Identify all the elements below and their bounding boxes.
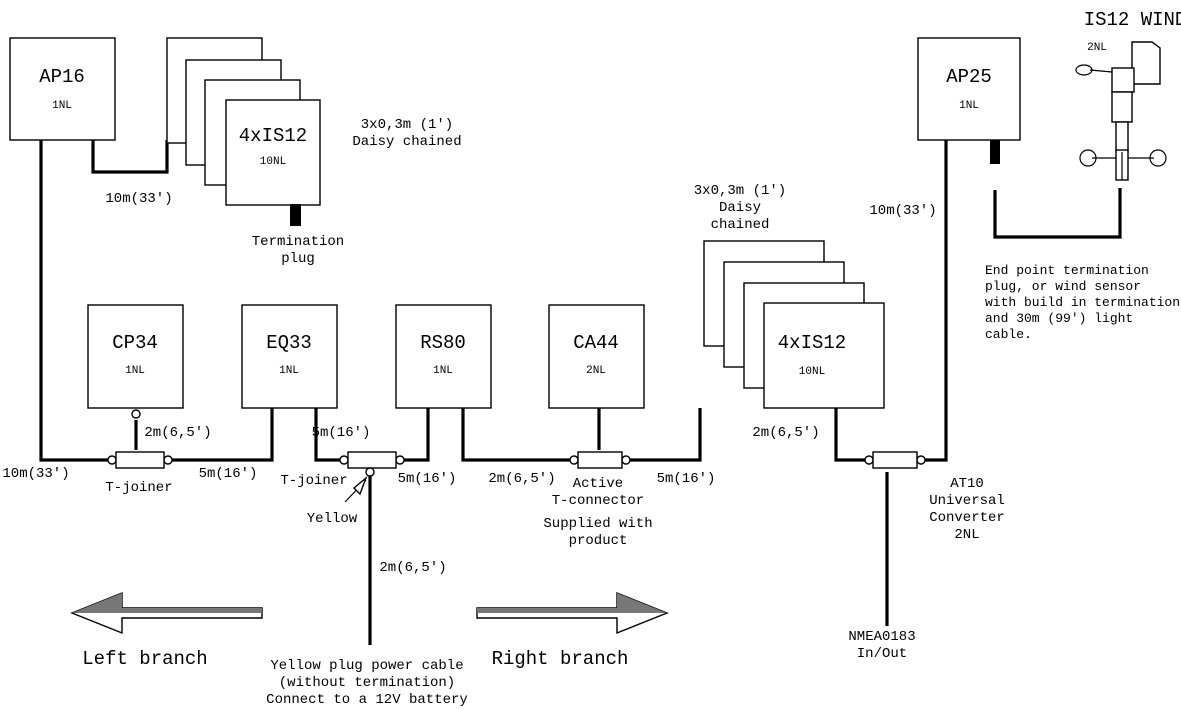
ca44-name: CA44 <box>573 332 619 354</box>
cable-tj2-rs80 <box>402 408 430 462</box>
cable-tj2-rs80-label: 5m(16') <box>398 471 457 487</box>
nmea-line1: NMEA0183 <box>848 629 915 645</box>
active-t-line1: Active <box>573 476 623 492</box>
tjoiner1-icon <box>107 409 173 469</box>
power-desc-line2: (without termination) <box>279 675 455 691</box>
annotations: 3x0,3m (1') Daisy chained 10m(33') Termi… <box>2 117 1180 708</box>
is12-left-name: 4xIS12 <box>239 125 307 147</box>
daisy-right-line2: Daisy <box>719 200 761 216</box>
cables <box>39 140 1122 645</box>
ap16-nl: 1NL <box>52 100 72 112</box>
end-point-line3: with build in termination <box>985 295 1180 310</box>
power-desc-line3: Connect to a 12V battery <box>266 692 468 708</box>
cable-ca44-is12-label: 5m(16') <box>657 471 716 487</box>
cable-ap16-down-label: 10m(33') <box>2 466 69 482</box>
cable-rs80-ca44-label: 2m(6,5') <box>488 471 555 487</box>
is12-left-nl: 10NL <box>260 156 286 168</box>
at10-line3: Converter <box>929 510 1005 526</box>
ap16-unit: AP16 1NL <box>9 37 116 141</box>
wind-nl: 2NL <box>1087 42 1107 54</box>
cable-ap25-wind <box>993 188 1122 239</box>
cable-is12-at10 <box>834 408 866 462</box>
cp34-name: CP34 <box>112 332 158 354</box>
cable-is12-at10-label: 2m(6,5') <box>752 425 819 441</box>
right-branch-arrow-icon <box>476 591 669 635</box>
at10-line1: AT10 <box>950 476 984 492</box>
supplied-line1: Supplied with <box>543 516 652 532</box>
cable-at10-ap25 <box>925 140 948 462</box>
power-desc-line1: Yellow plug power cable <box>270 658 463 674</box>
cable-ap16-tjoiner <box>39 140 110 462</box>
end-point-line1: End point termination <box>985 263 1149 278</box>
eq33-nl: 1NL <box>279 365 299 377</box>
yellow-label: Yellow <box>307 511 358 527</box>
at10-line2: Universal <box>929 493 1005 509</box>
left-branch-arrow-icon <box>70 591 263 635</box>
cable-ap16-is12-label: 10m(33') <box>105 191 172 207</box>
left-branch-label: Left branch <box>82 648 207 670</box>
daisy-left-line1: 3x0,3m (1') <box>361 117 453 133</box>
ap25-unit: AP25 1NL <box>917 37 1021 164</box>
cable-ap25-label: 10m(33') <box>869 203 936 219</box>
ca44-nl: 2NL <box>586 365 606 377</box>
cable-tj1-eq33-label: 5m(16') <box>199 466 258 482</box>
active-t-connector-icon <box>569 451 631 469</box>
ap25-termination-plug <box>990 140 1000 164</box>
is12-right-box <box>763 302 885 409</box>
nmea-line2: In/Out <box>857 646 907 662</box>
at10-converter-icon <box>864 451 926 469</box>
is12-left-stack: 4xIS12 10NL <box>166 37 321 226</box>
end-point-line4: and 30m (99') light <box>985 311 1133 326</box>
ap25-nl: 1NL <box>959 100 979 112</box>
end-point-line5: cable. <box>985 327 1032 342</box>
ap25-name: AP25 <box>946 66 992 88</box>
cable-tj1-eq33 <box>170 408 274 462</box>
is12-right-name: 4xIS12 <box>778 332 846 354</box>
rs80-name: RS80 <box>420 332 466 354</box>
power-length-label: 2m(6,5') <box>379 560 446 576</box>
termination-line1: Termination <box>252 234 344 250</box>
rs80-nl: 1NL <box>433 365 453 377</box>
cable-cp34-label: 2m(6,5') <box>144 425 211 441</box>
right-branch-label: Right branch <box>492 648 629 670</box>
daisy-right-line3: chained <box>711 217 770 233</box>
cable-eq33-tj2 <box>314 408 341 462</box>
eq33-unit: EQ33 1NL <box>241 304 338 409</box>
active-t-line2: T-connector <box>552 493 644 509</box>
rs80-unit: RS80 1NL <box>395 304 492 409</box>
wind-name: IS12 WIND <box>1084 9 1181 31</box>
is12-left-box <box>225 99 321 206</box>
termination-line2: plug <box>281 251 315 267</box>
yellow-pointer-arrow <box>344 475 368 503</box>
termination-plug <box>290 204 301 226</box>
wind-sensor-icon: IS12 WIND 2NL <box>1075 9 1181 181</box>
at10-line4: 2NL <box>954 527 979 543</box>
eq33-name: EQ33 <box>266 332 312 354</box>
ca44-unit: CA44 2NL <box>548 304 645 409</box>
daisy-right-line1: 3x0,3m (1') <box>694 183 786 199</box>
cable-ca44-is12 <box>628 408 702 462</box>
is12-right-stack: 4xIS12 10NL <box>703 240 885 409</box>
end-point-line2: plug, or wind sensor <box>985 279 1141 294</box>
ap16-name: AP16 <box>39 66 85 88</box>
daisy-left-line2: Daisy chained <box>352 134 461 150</box>
cable-ap16-is12 <box>91 140 169 174</box>
tjoiner2-label: T-joiner <box>280 473 347 489</box>
is12-right-nl: 10NL <box>799 366 825 378</box>
cp34-unit: CP34 1NL <box>87 304 184 409</box>
cable-rs80-ca44 <box>461 408 570 462</box>
tjoiner2-icon <box>339 451 405 477</box>
tjoiner1-label: T-joiner <box>105 480 172 496</box>
cp34-nl: 1NL <box>125 365 145 377</box>
cable-eq33-tj2-label: 5m(16') <box>312 425 371 441</box>
supplied-line2: product <box>569 533 628 549</box>
